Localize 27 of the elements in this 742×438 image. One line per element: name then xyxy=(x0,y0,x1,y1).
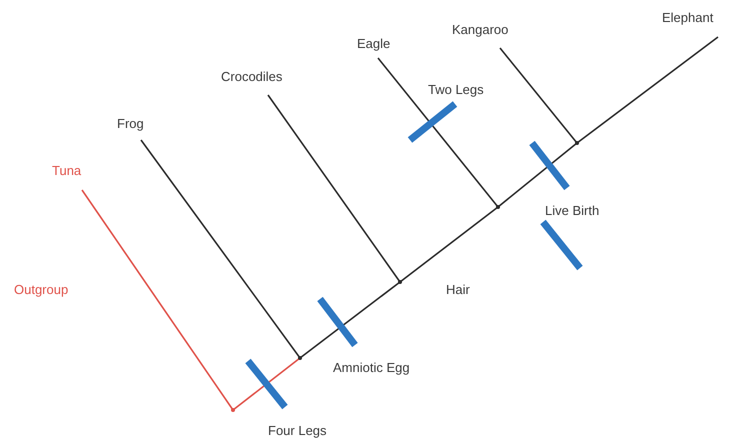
taxon-label: Eagle xyxy=(357,36,390,52)
taxon-label: Frog xyxy=(117,116,144,132)
taxon-label: Crocodiles xyxy=(221,69,282,85)
branch-line xyxy=(576,36,718,144)
group-label: Outgroup xyxy=(14,282,68,298)
branch-line xyxy=(81,190,234,410)
branch-line xyxy=(377,58,499,208)
trait-label: Two Legs xyxy=(428,82,484,98)
branch-line xyxy=(300,281,400,359)
branch-point xyxy=(298,356,302,360)
branch-line xyxy=(140,140,301,358)
branch-point xyxy=(575,141,579,145)
trait-label: Hair xyxy=(446,282,470,298)
branch-line xyxy=(499,48,578,144)
branch-line xyxy=(498,142,578,208)
taxon-label: Tuna xyxy=(52,163,82,179)
taxon-label: Kangaroo xyxy=(452,22,508,38)
branch-point xyxy=(231,408,235,412)
branch-line xyxy=(400,206,498,283)
branch-line xyxy=(232,357,300,411)
trait-label: Live Birth xyxy=(545,203,600,219)
branch-point xyxy=(496,205,500,209)
branch-point xyxy=(398,280,402,284)
branch-line xyxy=(267,94,401,282)
trait-label: Amniotic Egg xyxy=(333,360,410,376)
trait-label: Four Legs xyxy=(268,423,327,438)
taxon-label: Elephant xyxy=(662,10,714,26)
